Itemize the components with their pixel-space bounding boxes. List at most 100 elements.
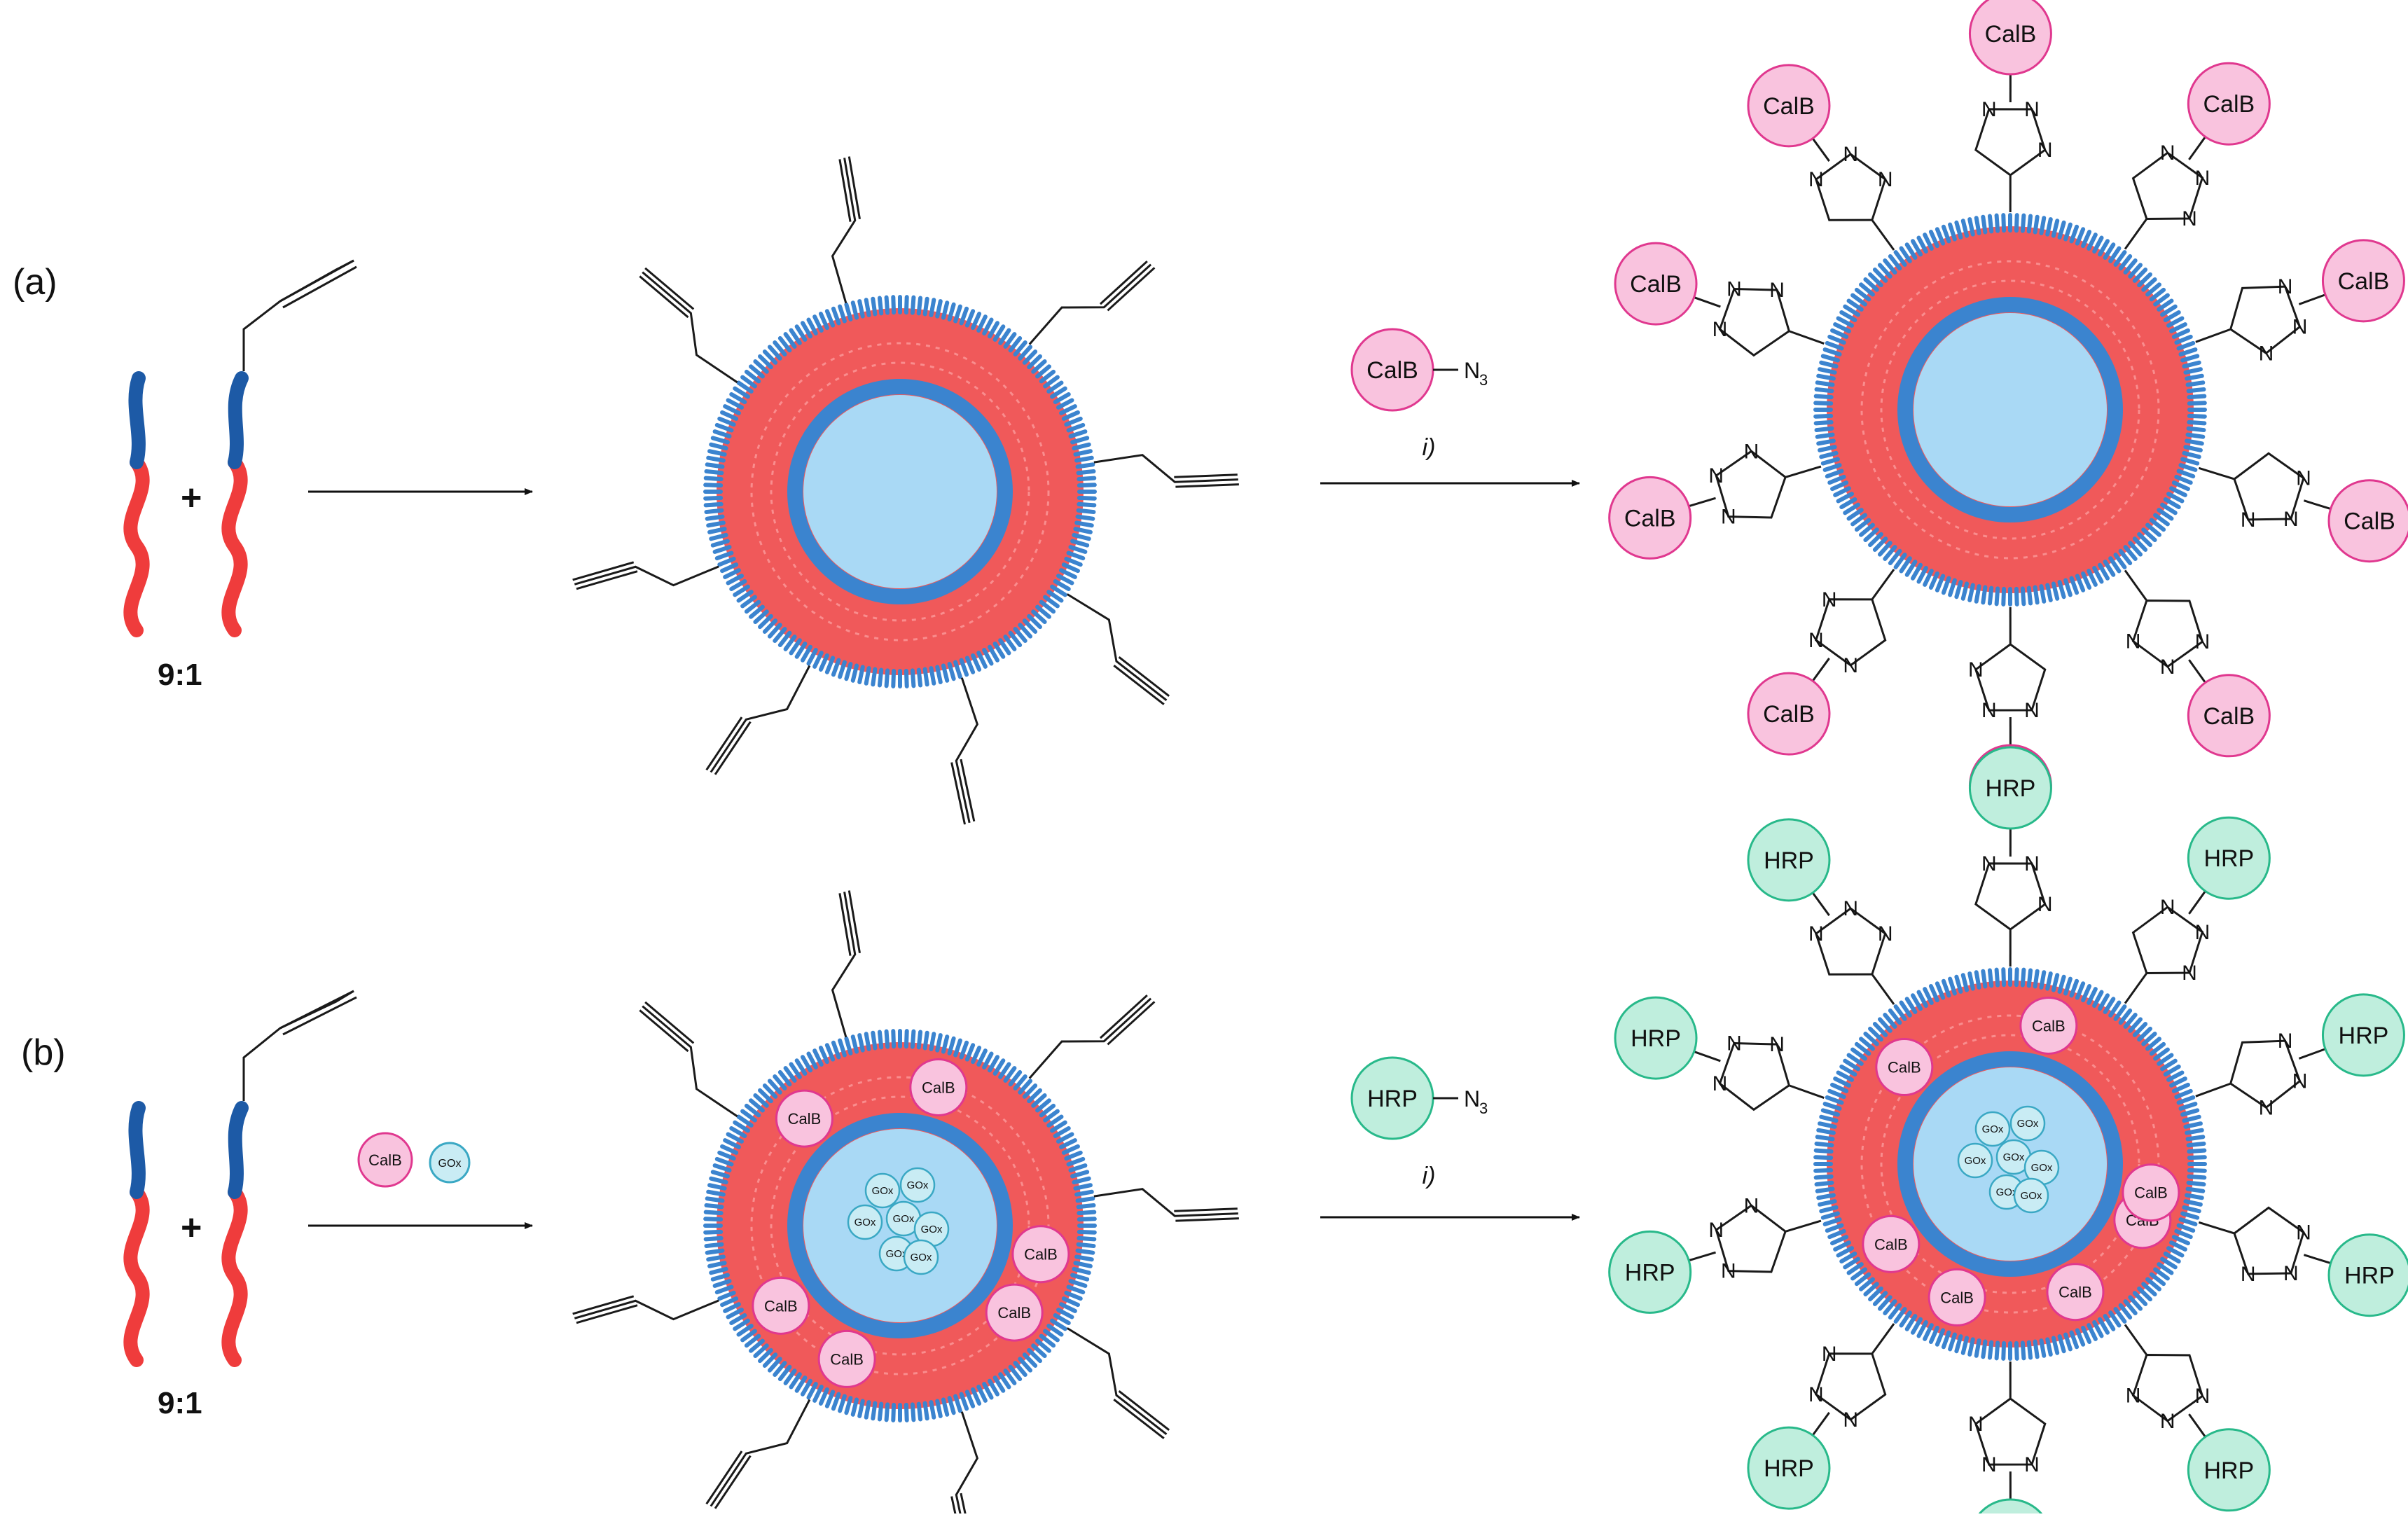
corona-strand (2003, 1343, 2004, 1359)
triazole-n-label: N (2292, 1070, 2308, 1093)
surface-enzyme-label: HRP (1764, 1455, 1814, 1482)
panel-a-label: (a) (13, 262, 57, 303)
corona-strand (707, 464, 723, 466)
corona-strand (866, 1034, 869, 1049)
triazole-n-label: N (2259, 1096, 2274, 1119)
corona-strand (880, 670, 881, 686)
triazole-n-label: N (1981, 1453, 1997, 1476)
surface-enzyme-label: HRP (1631, 1025, 1681, 1052)
core-gox-label: GOx (911, 1252, 932, 1263)
functionalized-polymersome-a (1815, 215, 2205, 604)
corona-strand (2035, 217, 2037, 233)
surface-enzyme-label: CalB (2203, 91, 2255, 118)
enzyme-linker (1813, 1413, 1829, 1435)
corona-strand (873, 670, 875, 685)
reagent-b: HRP N 3 (1352, 1058, 1488, 1139)
corona-strand (880, 1404, 881, 1420)
enzyme-linker (2304, 1255, 2330, 1263)
surface-enzyme-label: CalB (1763, 93, 1815, 120)
corona-strand (2016, 215, 2017, 230)
corona-strand (2029, 971, 2030, 986)
enzyme-linker (2189, 137, 2205, 160)
corona-strand (2035, 1342, 2037, 1357)
blue-block-1 (135, 1108, 139, 1192)
corona-strand (1818, 435, 1833, 437)
membrane-calb-label: CalB (1888, 1059, 1921, 1076)
plus-sign-a: + (181, 478, 202, 518)
corona-strand (707, 471, 722, 473)
triazole-n-label: N (1878, 922, 1893, 945)
surface-enzyme-label: CalB (1624, 505, 1676, 532)
enzyme-linker (1694, 298, 1721, 307)
corona-strand (2189, 396, 2204, 398)
surface-enzyme-label: HRP (2339, 1023, 2389, 1049)
membrane-calb-label: CalB (997, 1304, 1031, 1322)
triazole-n-label: N (2241, 508, 2256, 532)
surface-enzyme-label: CalB (2344, 508, 2395, 535)
corona-strand (1078, 464, 1093, 466)
corona-strand (707, 1198, 723, 1200)
linker-bond (2125, 974, 2146, 1003)
corona-strand (1977, 972, 1979, 988)
corona-strand (705, 1232, 721, 1233)
linker-bond (1786, 466, 1821, 477)
corona-strand (866, 668, 869, 684)
corona-strand (1815, 416, 1831, 417)
triazole-n-label: N (1843, 1408, 1858, 1432)
corona-strand (1818, 1130, 1834, 1133)
corona-strand (919, 298, 920, 314)
corona-strand (1078, 1198, 1093, 1200)
corona-strand (1079, 1232, 1095, 1233)
corona-strand (2029, 1343, 2030, 1358)
corona-strand (1079, 504, 1094, 506)
corona-strand (2188, 1189, 2203, 1191)
corona-strand (913, 1032, 914, 1047)
corona-strand (906, 1405, 907, 1420)
surface-enzyme-circle (1970, 1499, 2051, 1513)
corona-strand (931, 1034, 934, 1049)
corona-strand (2189, 416, 2205, 417)
corona-strand (2188, 382, 2203, 385)
corona-strand (1997, 216, 1998, 231)
corona-strand (880, 1032, 881, 1048)
red-block-2 (228, 1192, 240, 1360)
surface-enzyme-label: HRP (2203, 1457, 2254, 1484)
red-block-1 (130, 462, 142, 630)
corona-strand (2023, 970, 2024, 985)
blue-block-2 (235, 378, 242, 462)
linker-bond (2199, 1222, 2234, 1233)
corona-strand (2016, 1343, 2017, 1359)
corona-strand (1078, 517, 1093, 519)
corona-strand (1818, 1189, 1833, 1191)
triazole-n-label: N (1727, 1032, 1742, 1055)
corona-strand (906, 1031, 907, 1046)
corona-strand (2023, 216, 2024, 231)
surface-enzyme-label: HRP (1986, 775, 2036, 802)
corona-strand (1816, 1177, 1832, 1178)
corona-strand (887, 298, 888, 313)
linker-bond (2196, 1083, 2230, 1096)
corona-strand (1977, 218, 1979, 233)
triazole-n-label: N (1981, 699, 1997, 722)
ratio-b: 9:1 (158, 1386, 202, 1420)
linker-bond (2196, 329, 2230, 342)
corona-strand (913, 670, 914, 686)
triazole-n-label: N (1708, 1219, 1724, 1242)
alkyne-triple-bond (280, 261, 357, 307)
calb-loaded-label: CalB (368, 1151, 402, 1169)
enzyme-linker (1694, 1052, 1721, 1061)
triazole-n-label: N (1769, 1033, 1785, 1056)
surface-enzyme-label: HRP (2203, 845, 2254, 872)
corona-strand (2189, 1144, 2204, 1145)
triazole-n-label: N (1744, 1194, 1759, 1217)
corona-strand (1997, 970, 1998, 985)
corona-strand (706, 1212, 721, 1214)
corona-strand (873, 1033, 875, 1048)
corona-strand (906, 297, 907, 312)
corona-strand (705, 498, 721, 499)
triazole-n-label: N (2126, 1384, 2141, 1407)
corona-strand (707, 1245, 722, 1246)
enzyme-linker (1689, 1252, 1715, 1260)
corona-strand (906, 671, 907, 686)
